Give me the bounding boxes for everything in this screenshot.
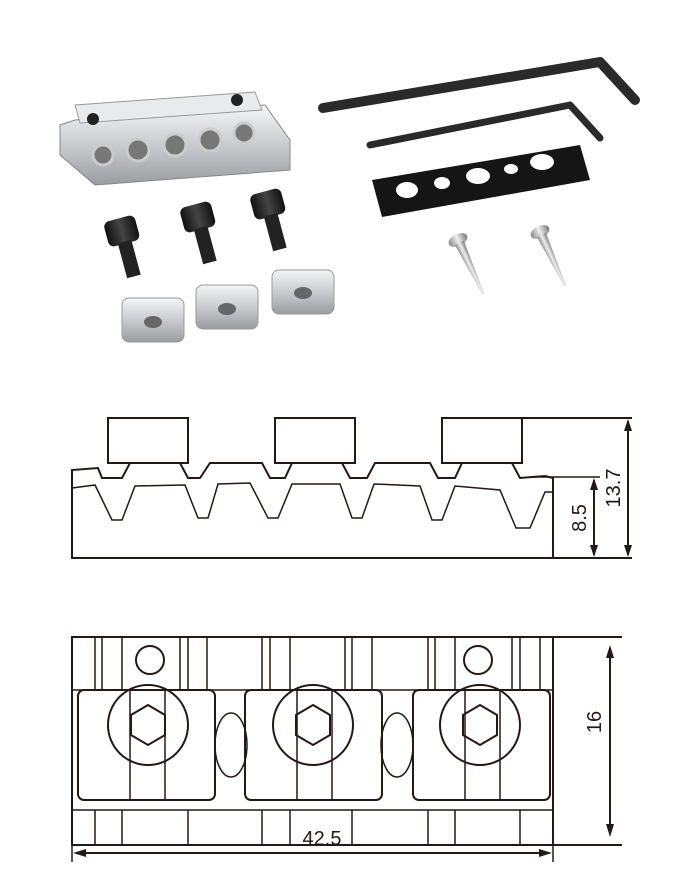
- width-label: 42.5: [303, 828, 342, 850]
- base-height-label: 8.5: [569, 504, 591, 532]
- screws-photo: [448, 225, 567, 295]
- bolts-photo: [104, 188, 287, 279]
- side-view-drawing: 8.5 13.7: [71, 417, 632, 559]
- clamp-pad-1: [77, 684, 216, 801]
- clamp-pad-2: [244, 684, 383, 801]
- allen-wrenches-photo: [318, 57, 640, 149]
- clamp-pad-3: [412, 684, 551, 801]
- shim-plate-photo: [372, 145, 590, 217]
- depth-label: 16: [584, 711, 606, 733]
- total-height-label: 13.7: [603, 469, 625, 508]
- top-view-drawing: 16 42.5: [71, 636, 622, 862]
- locking-nut-photo: [59, 91, 291, 186]
- clamp-pads-photo: [121, 269, 335, 343]
